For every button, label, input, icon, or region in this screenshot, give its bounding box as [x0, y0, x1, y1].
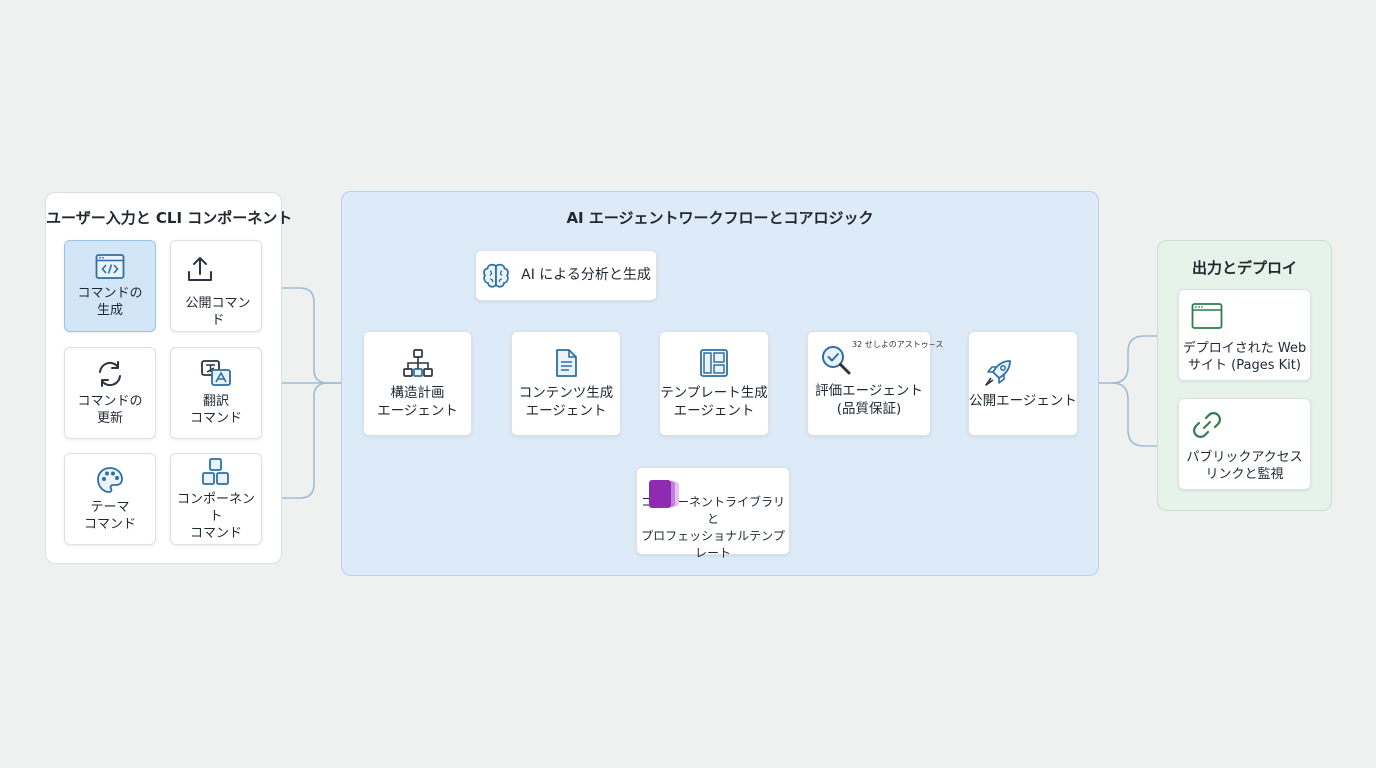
browser-window-icon: [1191, 303, 1223, 329]
template-generation-agent-card[interactable]: テンプレート生成 エージェント: [659, 331, 769, 436]
output-deploy-panel-title: 出力とデプロイ: [1191, 259, 1297, 277]
theme-command-label: テーマ コマンド: [83, 500, 136, 532]
content-generation-agent-card[interactable]: コンテンツ生成 エージェント: [511, 331, 621, 436]
user-input-panel-title: ユーザー入力と CLI コンポーネント: [46, 209, 293, 227]
public-access-card[interactable]: パブリックアクセス リンクと監視: [1178, 398, 1311, 490]
hierarchy-icon: [402, 348, 433, 377]
component-command-button[interactable]: コンポーネント コマンド: [170, 453, 262, 545]
library-stack-icon: [649, 480, 679, 508]
ai-analysis-label: AI による分析と生成: [521, 267, 651, 283]
publish-command-button[interactable]: 公開コマンド: [170, 240, 262, 332]
structure-planning-agent-card[interactable]: 構造計画 エージェント: [363, 331, 472, 436]
generate-command-button[interactable]: コマンドの 生成: [64, 240, 156, 332]
deployed-website-label: デプロイされた Web サイト (Pages Kit): [1182, 341, 1307, 373]
publish-command-label: 公開コマンド: [185, 296, 251, 328]
translate-icon: [201, 360, 231, 386]
template-generation-agent-label: テンプレート生成 エージェント: [660, 384, 768, 419]
link-icon: [1193, 412, 1221, 438]
document-icon: [556, 348, 577, 377]
layout-icon: [700, 348, 728, 377]
ai-workflow-panel-title: AI エージェントワークフローとコアロジック: [566, 209, 874, 227]
evaluation-agent-label: 評価エージェント (品質保証): [815, 382, 923, 417]
evaluation-agent-badge: 32 せしよのアストゥ~ス: [852, 340, 944, 349]
blocks-icon: [202, 457, 229, 485]
publish-agent-label: 公開エージェント: [969, 392, 1077, 409]
rocket-icon: [985, 359, 1011, 386]
publish-agent-card[interactable]: 公開エージェント: [968, 331, 1078, 436]
code-window-icon: [95, 254, 125, 279]
translate-command-label: 翻訳 コマンド: [189, 394, 242, 426]
deployed-website-card[interactable]: デプロイされた Web サイト (Pages Kit): [1178, 289, 1311, 381]
update-command-label: コマンドの 更新: [77, 394, 143, 426]
evaluation-agent-card[interactable]: 32 せしよのアストゥ~ス 評価エージェント (品質保証): [807, 331, 943, 436]
brain-icon: [483, 263, 509, 288]
palette-icon: [97, 467, 123, 493]
upload-icon: [188, 257, 212, 281]
translate-command-button[interactable]: 翻訳 コマンド: [170, 347, 262, 439]
generate-command-label: コマンドの 生成: [77, 286, 143, 318]
magnifier-check-icon: [822, 345, 851, 374]
theme-command-button[interactable]: テーマ コマンド: [64, 453, 156, 545]
component-command-label: コンポーネント コマンド: [176, 491, 255, 541]
public-access-label: パブリックアクセス リンクと監視: [1186, 450, 1303, 482]
update-command-button[interactable]: コマンドの 更新: [64, 347, 156, 439]
structure-planning-agent-label: 構造計画 エージェント: [377, 384, 458, 419]
component-library-card: コンポーネントライブラリと プロフェッショナルテンプレート: [636, 467, 790, 560]
refresh-icon: [99, 361, 121, 387]
ai-analysis-card: AI による分析と生成: [475, 250, 657, 301]
content-generation-agent-label: コンテンツ生成 エージェント: [518, 384, 614, 419]
